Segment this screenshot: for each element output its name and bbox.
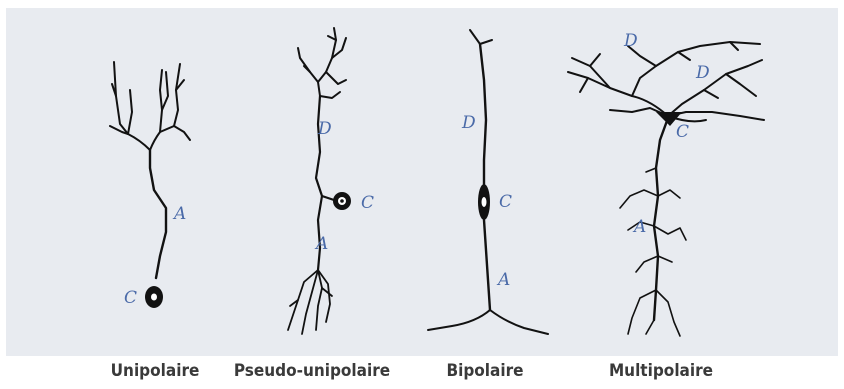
pseudo-axon bbox=[318, 196, 322, 270]
unipolar-nucleus bbox=[151, 294, 157, 301]
bipolar-nucleus bbox=[482, 197, 487, 207]
pseudo-unipolar-neuron: D C A bbox=[288, 28, 374, 334]
unipolar-dendrites bbox=[110, 62, 190, 150]
pseudo-axon-label: A bbox=[314, 234, 328, 254]
multipolar-dendrite-label-2: D bbox=[695, 63, 710, 83]
pseudo-dendrites bbox=[298, 28, 346, 98]
caption-multipolar: Multipolaire bbox=[606, 361, 716, 385]
multipolar-dendrite-label-1: D bbox=[623, 31, 638, 51]
pseudo-nucleolus bbox=[340, 199, 344, 203]
bipolar-axon bbox=[484, 220, 490, 310]
bipolar-axon-label: A bbox=[496, 270, 510, 290]
multipolar-cell-body-label: C bbox=[676, 122, 689, 142]
multipolar-dendrites bbox=[568, 42, 764, 121]
pseudo-dendrite-label: D bbox=[317, 119, 332, 139]
unipolar-axon bbox=[150, 150, 166, 278]
bipolar-dendrite bbox=[480, 44, 486, 184]
multipolar-neuron: D D C A bbox=[568, 31, 764, 336]
pseudo-axon-terminals bbox=[288, 270, 332, 334]
pseudo-cell-body-label: C bbox=[361, 193, 374, 213]
unipolar-cell-body-label: C bbox=[124, 288, 137, 308]
bipolar-axon-terminal-left bbox=[428, 310, 490, 330]
unipolar-neuron: A C bbox=[110, 62, 190, 308]
bipolar-dendrite-top bbox=[470, 30, 492, 44]
caption-bipolar: Bipolaire bbox=[440, 361, 530, 385]
bipolar-dendrite-label: D bbox=[461, 113, 476, 133]
pseudo-main-process bbox=[316, 96, 322, 196]
pseudo-cell-stem bbox=[322, 196, 334, 200]
multipolar-axon-collaterals bbox=[620, 168, 686, 336]
bipolar-neuron: D C A bbox=[428, 30, 548, 334]
caption-unipolar: Unipolaire bbox=[110, 361, 200, 385]
multipolar-axon-label: A bbox=[632, 217, 646, 237]
bipolar-cell-body-label: C bbox=[499, 192, 512, 212]
bipolar-axon-terminal-right bbox=[490, 310, 548, 334]
neuron-diagram: A C bbox=[6, 8, 838, 356]
unipolar-axon-label: A bbox=[172, 204, 186, 224]
caption-pseudo-unipolar: Pseudo-unipolaire bbox=[232, 361, 392, 385]
